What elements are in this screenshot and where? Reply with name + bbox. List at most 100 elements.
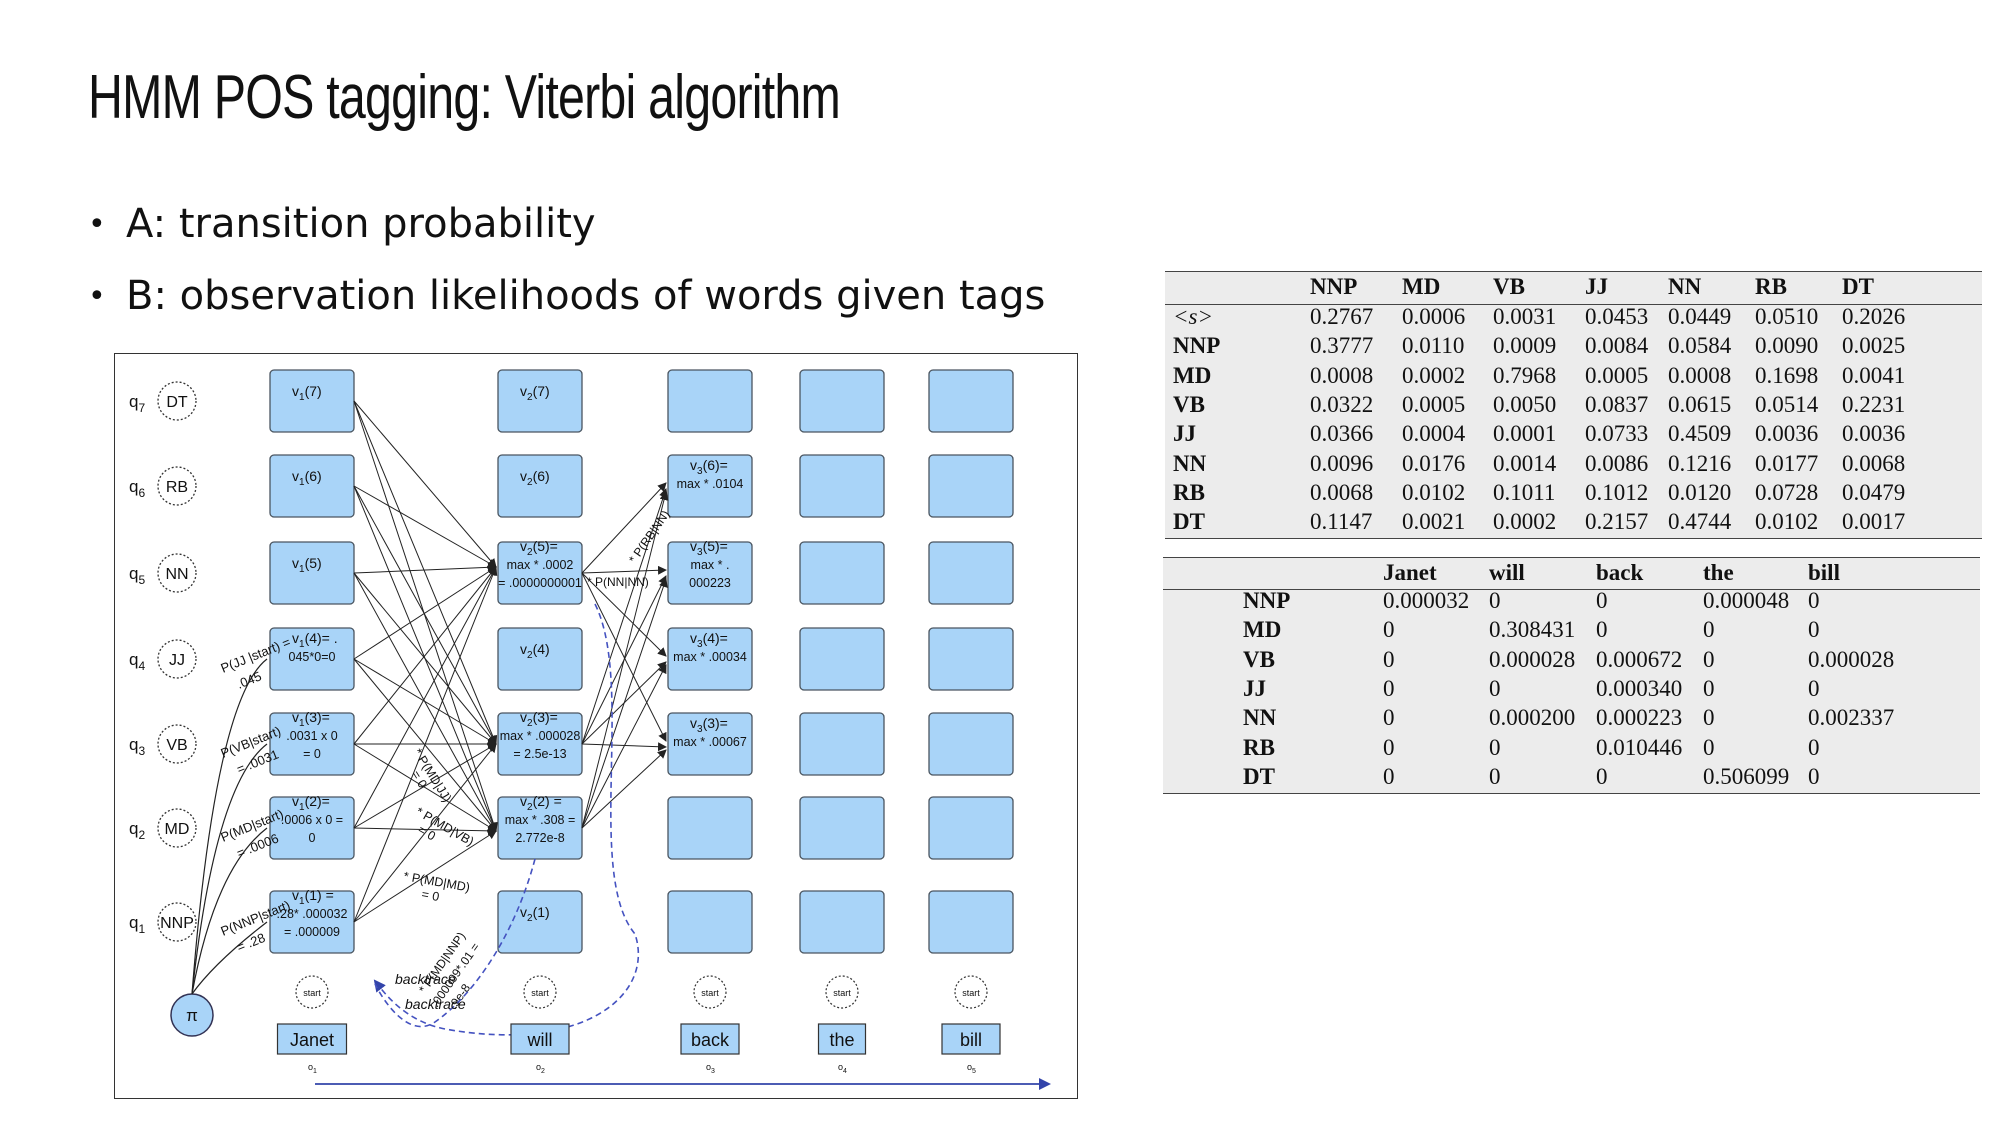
row-label: NNP [1173,333,1221,359]
table-cell: 0 [1383,705,1395,731]
table-cell: 0.0041 [1842,362,1906,388]
observation-o: o [967,1062,972,1072]
state-q: q [129,564,138,583]
table-cell: 0.0005 [1585,362,1649,388]
trellis-cell [667,541,753,605]
cell-subscript: 1 [299,477,305,488]
state-subscript: 3 [138,744,145,758]
table-cell: 0.0322 [1310,391,1374,417]
cell-v: v [292,630,299,646]
cell-v: v [690,630,697,646]
cell-title: v2(4) [520,641,550,661]
backtrace-path [373,603,640,1036]
trellis-cell [799,369,885,433]
table-cell: 0.0728 [1755,479,1819,505]
table-cell: 0.0453 [1585,304,1649,329]
cell-title: v1(3)= [292,709,330,729]
cell-title: v2(2) = [520,793,562,813]
transition-arrow [353,826,497,836]
table-cell: 0.2767 [1310,304,1374,329]
cell-suffix: (6) [305,468,322,484]
table-cell: 0 [1703,675,1715,701]
table-cell: 0 [1703,734,1715,760]
table-cell: 0.000032 [1383,588,1470,613]
table-cell: 0.0017 [1842,509,1906,535]
cell-suffix: (2) = [533,793,562,809]
state-subscript: 7 [138,401,145,415]
initial-transition-line [191,921,268,995]
trellis-cell [799,627,885,691]
transition-arrow [353,400,497,568]
table-cell: 0.0096 [1310,450,1374,476]
cell-v: v [690,457,697,473]
table-cell: 0.000048 [1703,588,1790,613]
table-cell: 0.0036 [1755,421,1819,447]
state-circle [157,553,197,593]
table-cell: 0.0479 [1842,479,1906,505]
cell-title: v1(5) [292,555,322,575]
table-top-rule [1163,557,1980,558]
trellis-cell [799,890,885,954]
table-cell: 0.000200 [1489,705,1576,731]
cell-subscript: 2 [527,718,533,729]
table-cell: 0.1011 [1493,479,1556,505]
cell-subscript: 1 [299,718,305,729]
transition-arrow [353,400,498,745]
pi-label: π [186,1006,198,1025]
start-node [954,975,988,1009]
table-cell: 0 [1596,588,1608,613]
state-label: q6 [129,477,145,500]
bullet-text: A: transition probability [126,201,596,247]
table-cell: 0.000672 [1596,646,1683,672]
start-node [295,975,329,1009]
cell-formula: max * .00034 [673,650,747,664]
cell-suffix: (6)= [703,457,728,473]
state-label: q1 [129,913,145,936]
row-label: MD [1173,362,1212,388]
cell-title: v1(4)= . [292,630,338,650]
backtrace-path [374,858,536,1028]
table-cell: 0.0068 [1310,479,1374,505]
table-cell: 0.0004 [1402,421,1466,447]
cell-subscript: 2 [527,802,533,813]
table-cell: 0 [1383,675,1395,701]
cell-suffix: (3)= [703,715,728,731]
cell-formula: max * .000028 [500,729,581,743]
observation-o: o [308,1062,313,1072]
start-label: start [701,988,719,998]
cell-v: v [520,468,527,484]
column-header: the [1703,560,1734,585]
observation-subscript: 1 [313,1068,317,1075]
cell-suffix: (1) [533,904,550,920]
table-cell: 0 [1383,763,1395,789]
table-cell: 0.0021 [1402,509,1466,535]
observation-subscript: 2 [541,1068,545,1075]
observation-subscript: 5 [972,1068,976,1075]
cell-subscript: 1 [299,802,305,813]
cell-subscript: 1 [299,392,305,403]
table-top-rule [1165,271,1982,272]
transition-arrow [353,743,497,923]
table-cell: 0 [1808,617,1820,643]
table-bottom-rule [1165,538,1982,539]
transition-arrow [353,743,497,829]
initial-prob-label: = .28 [235,930,268,955]
cell-subscript: 3 [697,724,703,735]
cell-formula: max * .00067 [673,735,747,749]
cell-v: v [520,904,527,920]
cell-title: v2(6) [520,468,550,488]
transition-arrow [353,485,497,745]
trellis-cell [497,627,583,691]
cell-subscript: 3 [697,639,703,650]
word-box [510,1023,570,1055]
table-cell: 0 [1489,763,1501,789]
table-cell: 0.2231 [1842,391,1906,417]
table-cell: 0 [1703,617,1715,643]
cell-v: v [690,715,697,731]
